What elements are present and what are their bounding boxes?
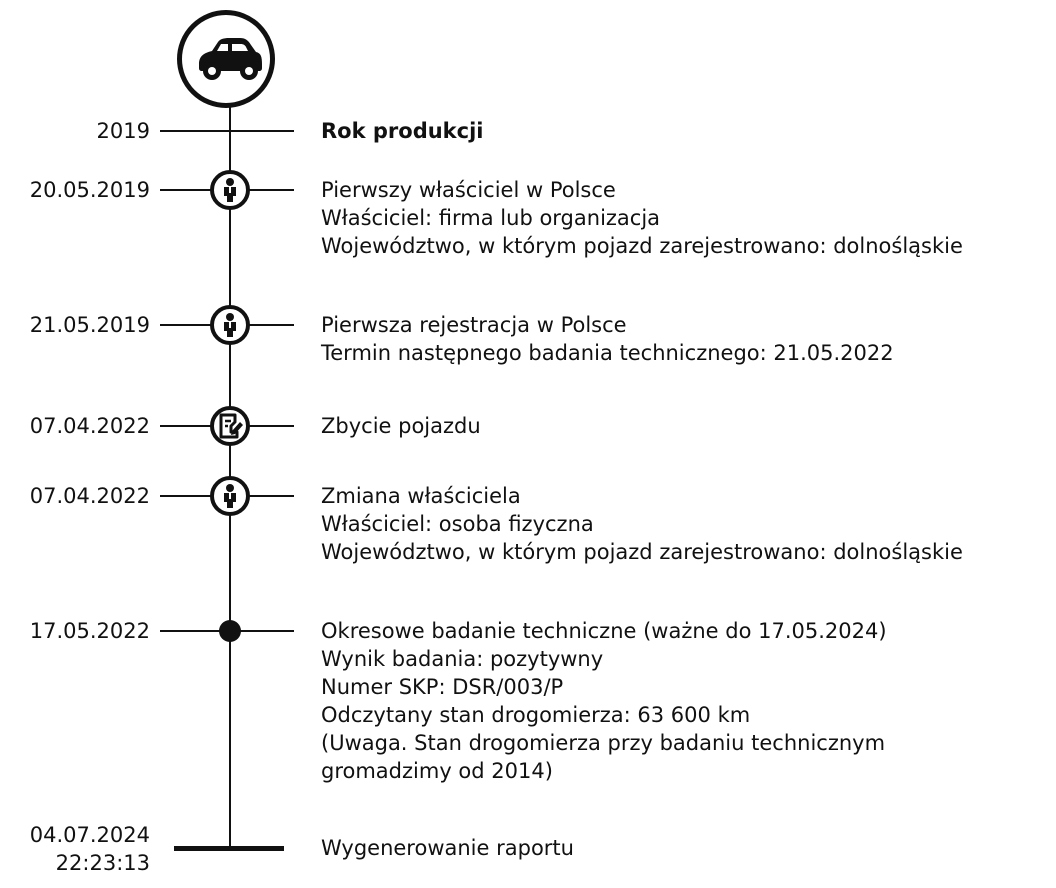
event-date: 21.05.2019 [29,313,150,337]
event-detail: Odczytany stan drogomierza: 63 600 km [321,703,751,727]
event-date-time: 04.07.2024 22:23:13 [30,821,150,877]
car-icon [177,10,275,108]
dot-marker-icon [219,620,241,642]
event-date: 07.04.2022 [29,414,150,438]
event-description: Rok produkcji [321,117,483,145]
event-detail: gromadzimy od 2014) [321,759,553,783]
event-description: Pierwszy właściciel w Polsce Właściciel:… [321,176,963,260]
event-title: Pierwsza rejestracja w Polsce [321,313,627,337]
timeline-axis [229,102,231,847]
event-detail: Termin następnego badania technicznego: … [321,341,894,365]
event-detail: (Uwaga. Stan drogomierza przy badaniu te… [321,731,886,755]
end-bar-icon [174,846,284,851]
event-title: Zmiana właściciela [321,484,521,508]
event-description: Okresowe badanie techniczne (ważne do 17… [321,617,887,785]
event-detail: Województwo, w którym pojazd zarejestrow… [321,234,963,258]
event-description: Zmiana właściciela Właściciel: osoba fiz… [321,482,963,566]
person-icon [210,305,250,345]
event-detail: Wynik badania: pozytywny [321,647,604,671]
person-icon [210,476,250,516]
event-date: 04.07.2024 [29,823,150,847]
event-detail: Właściciel: firma lub organizacja [321,206,661,230]
event-tick [160,130,294,132]
event-title: Rok produkcji [321,119,484,143]
event-title: Wygenerowanie raportu [321,836,574,860]
event-description: Zbycie pojazdu [321,412,481,440]
event-detail: Województwo, w którym pojazd zarejestrow… [321,540,963,564]
person-icon [210,170,250,210]
document-edit-icon [210,406,250,446]
event-title: Pierwszy właściciel w Polsce [321,178,616,202]
event-title: Zbycie pojazdu [321,414,481,438]
event-description: Wygenerowanie raportu [321,834,574,862]
event-description: Pierwsza rejestracja w Polsce Termin nas… [321,311,894,367]
event-date: 2019 [96,119,150,143]
event-date: 20.05.2019 [29,178,150,202]
event-date: 17.05.2022 [29,619,150,643]
event-time: 22:23:13 [55,851,150,875]
event-detail: Właściciel: osoba fizyczna [321,512,594,536]
event-date: 07.04.2022 [29,484,150,508]
event-detail: Numer SKP: DSR/003/P [321,675,564,699]
event-title: Okresowe badanie techniczne (ważne do 17… [321,619,887,643]
